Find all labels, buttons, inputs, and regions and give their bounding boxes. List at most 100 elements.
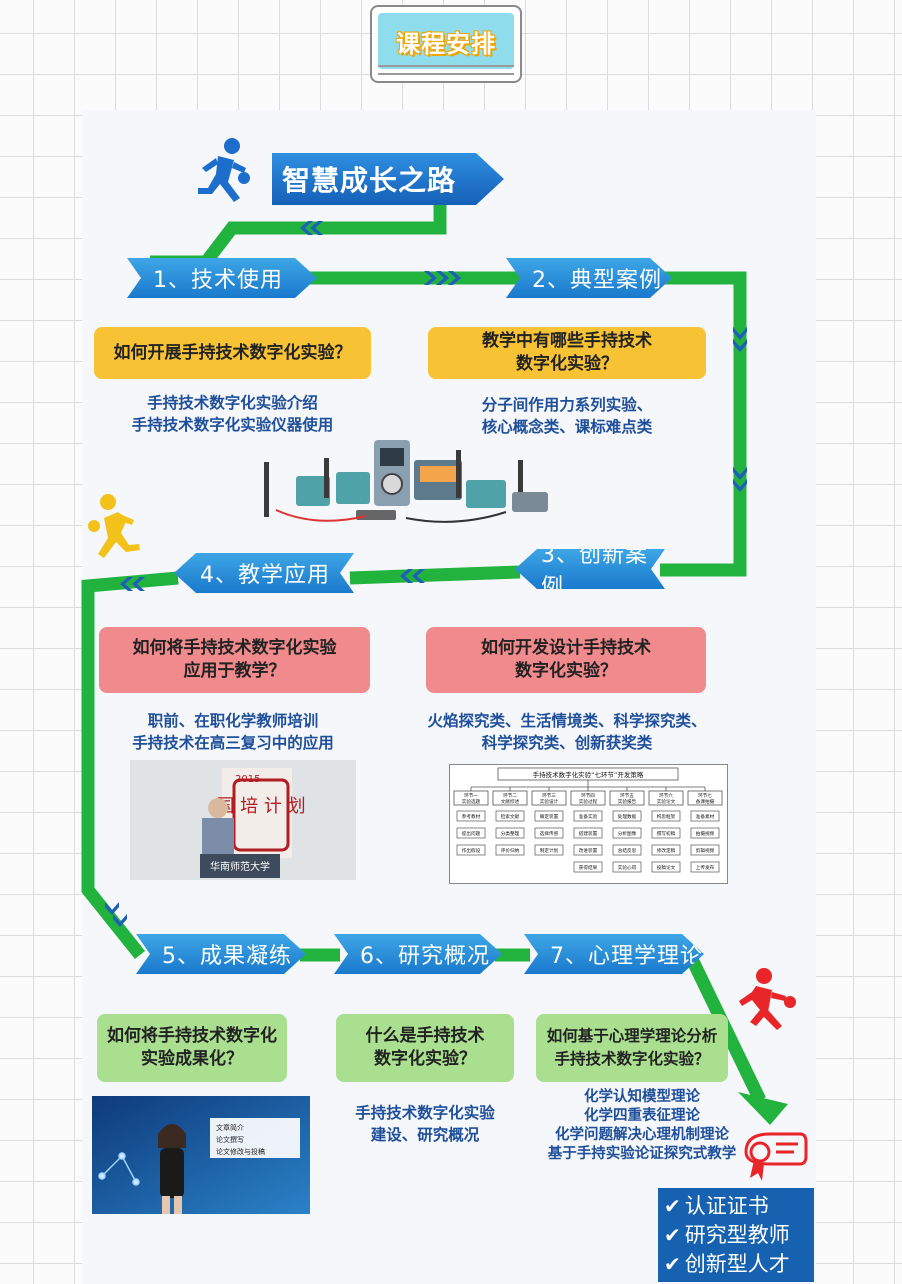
flowchart-stage-label: 环节二 [503, 793, 517, 799]
outcome-row: ✔研究型教师 [664, 1221, 814, 1250]
flowchart-cell-label: 搭建装置 [579, 830, 598, 837]
flowchart-stage-box [531, 790, 567, 806]
section-header: 课程安排 [370, 5, 522, 83]
outcome-label: 创新型人才 [684, 1251, 790, 1276]
flowchart-stage-label: 备课拍摄 [696, 798, 715, 805]
flowchart-cell-label: 投稿论文 [657, 864, 676, 871]
path-segment-row2 [349, 565, 521, 585]
video-menu-item-2: 论文撰写 [216, 1135, 244, 1144]
flowchart-cell [534, 810, 564, 822]
flowchart-cell-label: 检索文献 [501, 813, 520, 820]
section-header-label: 课程安排 [396, 29, 496, 58]
path-end-arrow [738, 1092, 788, 1125]
seven-stage-flowchart: 手持技术数字化实验“七环节”开发策略环节一实验选题环节二文献综述环节三实验设计环… [449, 764, 728, 884]
flowchart-cell [534, 827, 564, 839]
flowchart-cell-label: 确定装置 [540, 813, 559, 820]
chevron-icon [436, 271, 449, 285]
step-banner-2: 2、典型案例 [506, 258, 672, 298]
chevron-icon [132, 577, 145, 591]
flowchart-cell-label: 分析图像 [618, 830, 637, 837]
flowchart-cell [651, 810, 681, 822]
flowchart-cell [690, 827, 720, 839]
check-icon: ✔ [664, 1222, 681, 1247]
chevron-icon [424, 271, 437, 285]
flowchart-cell [690, 844, 720, 856]
banner-year: 2015 [235, 774, 260, 785]
flowchart-stage-label: 环节六 [659, 792, 673, 799]
flowchart-stage-label: 实验设计 [540, 798, 559, 805]
flowchart-cell-label: 处理数据 [618, 813, 637, 820]
chevron-icon [105, 902, 119, 915]
flowchart-stage-box [687, 790, 723, 806]
step-7-question: 如何基于心理学理论分析 手持技术数字化实验？ [536, 1014, 728, 1082]
flowchart-graphic: 手持技术数字化实验“七环节”开发策略环节一实验选题环节二文献综述环节三实验设计环… [453, 767, 723, 873]
flowchart-cell [456, 810, 486, 822]
flowchart-stage-label: 实验报告 [618, 798, 637, 805]
flowchart-stage-box [648, 790, 684, 806]
flowchart-cell [612, 810, 642, 822]
outcomes-box: ✔认证证书 ✔研究型教师 ✔创新型人才 [658, 1188, 814, 1282]
flowchart-cell-label: 准备素材 [696, 813, 715, 820]
flowchart-cell-label: 修改定稿 [657, 847, 676, 854]
chevron-icon [733, 339, 747, 352]
flowchart-cell [495, 844, 525, 856]
diagram-panel [82, 110, 816, 1284]
flowchart-cell-label: 提出问题 [462, 830, 481, 837]
diagram-title: 智慧成长之路 [272, 153, 504, 205]
flowchart-cell [612, 844, 642, 856]
flowchart-cell [651, 861, 681, 873]
video-menu-item-1: 文章简介 [216, 1123, 244, 1132]
chevron-icon [310, 221, 323, 235]
video-still: 文章简介 论文撰写 论文修改与投稿 [92, 1096, 310, 1214]
video-still-graphic: 文章简介 论文撰写 论文修改与投稿 [92, 1096, 310, 1214]
outcome-label: 研究型教师 [684, 1222, 790, 1247]
path-segment-left [81, 571, 179, 960]
step-1-question: 如何开展手持技术数字化实验？ [94, 327, 371, 379]
flowchart-cell-label: 实验心得 [618, 864, 637, 871]
flowchart-stage-label: 环节一 [464, 793, 478, 799]
flowchart-cell-label: 作出假设 [462, 847, 481, 854]
flowchart-cell-label: 分类整理 [501, 830, 520, 837]
flowchart-cell [690, 810, 720, 822]
flowchart-stage-label: 环节四 [581, 793, 595, 799]
step-banner-4: 4、教学应用 [174, 553, 354, 593]
flowchart-cell [651, 827, 681, 839]
check-icon: ✔ [664, 1251, 681, 1276]
runner-icon [88, 494, 140, 558]
flowchart-cell-label: 总结反思 [618, 847, 637, 854]
flowchart-stage-label: 实验过程 [579, 798, 598, 805]
flowchart-cell [612, 861, 642, 873]
flowchart-cell-label: 上传发布 [696, 864, 715, 871]
flowchart-cell-label: 参考教材 [462, 813, 481, 820]
step-banner-1: 1、技术使用 [127, 258, 317, 298]
runner-icon [739, 968, 796, 1030]
flowchart-cell-label: 拍摄视频 [696, 830, 715, 837]
chevron-icon [733, 467, 747, 480]
chevron-icon [400, 569, 413, 583]
step-6-question: 什么是手持技术 数字化实验？ [336, 1014, 514, 1082]
flowchart-stage-label: 实验论文 [657, 798, 676, 805]
step-5-question: 如何将手持技术数字化 实验成果化？ [97, 1014, 287, 1082]
flowchart-cell [456, 827, 486, 839]
chevron-icon [448, 271, 461, 285]
section-header-inner: 课程安排 [378, 13, 514, 69]
flowchart-cell-label: 准备实验 [579, 813, 598, 820]
check-icon: ✔ [664, 1193, 681, 1218]
flowchart-cell-label: 构思框架 [657, 813, 676, 820]
video-menu-item-3: 论文修改与投稿 [216, 1147, 265, 1156]
flowchart-cell [495, 810, 525, 822]
university-sign: 华南师范大学 [210, 860, 270, 873]
chevron-icon [300, 221, 313, 235]
flowchart-cell [612, 827, 642, 839]
chevron-icon [120, 577, 133, 591]
flowchart-cell [573, 810, 603, 822]
flowchart-cell [690, 861, 720, 873]
flowchart-stage-box [492, 790, 528, 806]
flowchart-cell-label: 制定计划 [540, 847, 559, 854]
flowchart-stage-label: 环节三 [542, 793, 556, 799]
step-2-desc: 分子间作用力系列实验、 核心概念类、课标难点类 [481, 396, 653, 436]
lecture-photo: 国 培 计 划 2015 华南师范大学 [130, 760, 356, 880]
step-3-desc: 火焰探究类、生活情境类、科学探究类、 科学探究类、创新获奖类 [427, 712, 707, 752]
flowchart-cell-label: 评价归纳 [501, 847, 520, 854]
flowchart-cell [573, 844, 603, 856]
